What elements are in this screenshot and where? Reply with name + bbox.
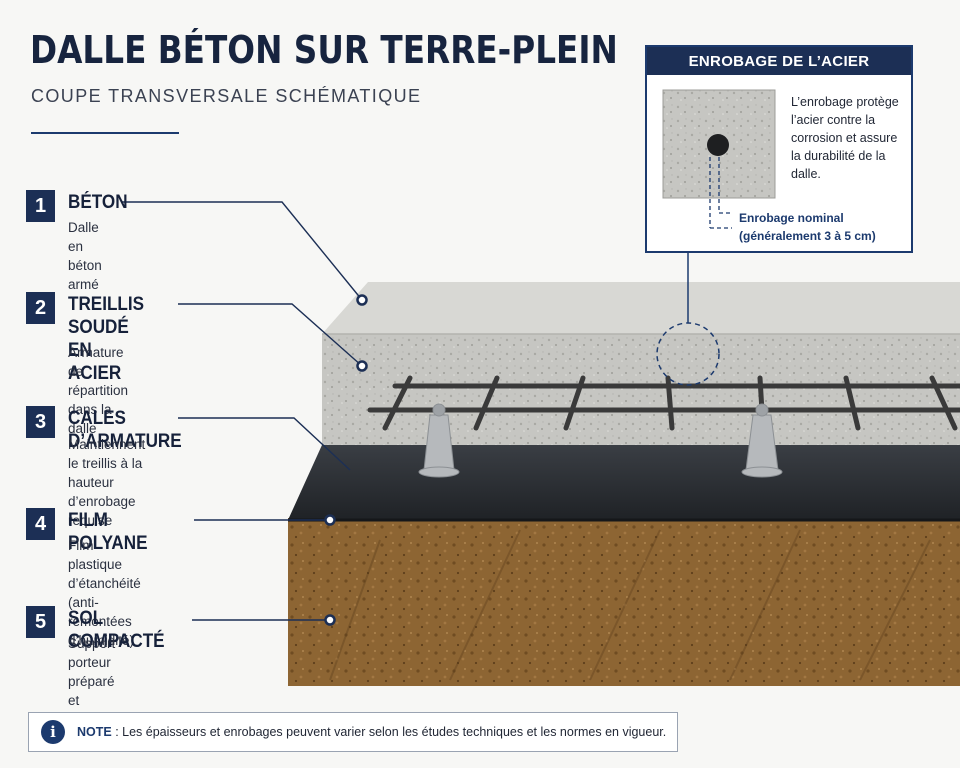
cover-detail-illustration <box>662 89 776 229</box>
layer-title: CALES D’ARMATURE <box>68 408 182 452</box>
page-subtitle: COUPE TRANSVERSALE SCHÉMATIQUE <box>31 86 422 106</box>
page-title: DALLE BÉTON SUR TERRE-PLEIN <box>30 28 618 72</box>
concrete-slab-top <box>322 282 960 334</box>
layer-number-badge: 1 <box>26 190 55 222</box>
layer-description: Maintiennent le treillis à la hauteur d’… <box>68 437 146 528</box>
info-icon: i <box>41 720 65 744</box>
note-body: : Les épaisseurs et enrobages peuvent va… <box>111 725 667 739</box>
polyane-film-layer <box>288 445 960 520</box>
steel-mesh <box>367 375 960 431</box>
layer-description: Armature de répartition dans la dalle <box>68 345 129 436</box>
rebar-chairs <box>418 403 783 478</box>
note-label: NOTE <box>77 725 112 739</box>
layer-number-badge: 2 <box>26 292 55 324</box>
layer-number-badge: 3 <box>26 406 55 438</box>
layer-description: Dalle en béton armé <box>68 220 102 292</box>
layer-description: Film plastique d’étanchéité (anti-remont… <box>68 538 141 648</box>
layer-title: SOL COMPACTÉ <box>68 608 165 652</box>
concrete-slab-front <box>322 334 960 445</box>
layer-title: TREILLIS SOUDÉ EN ACIER <box>68 294 145 384</box>
layer-number-badge: 5 <box>26 606 55 638</box>
title-divider <box>31 132 179 134</box>
layer-title: BÉTON <box>68 192 128 213</box>
layer-title: FILM POLYANE <box>68 510 148 554</box>
cover-detail-inset: ENROBAGE DE L’ACIER L’enrobage protège l… <box>645 45 913 253</box>
soil-layer <box>288 518 960 686</box>
inset-explanation: L’enrobage protège l’acier contre la cor… <box>791 95 899 181</box>
note-text: NOTE : Les épaisseurs et enrobages peuve… <box>77 725 666 739</box>
inset-title: ENROBAGE DE L’ACIER <box>647 47 911 75</box>
nominal-cover-label: Enrobage nominal (généralement 3 à 5 cm) <box>739 211 876 243</box>
note-box: i NOTE : Les épaisseurs et enrobages peu… <box>28 712 678 752</box>
layer-number-badge: 4 <box>26 508 55 540</box>
